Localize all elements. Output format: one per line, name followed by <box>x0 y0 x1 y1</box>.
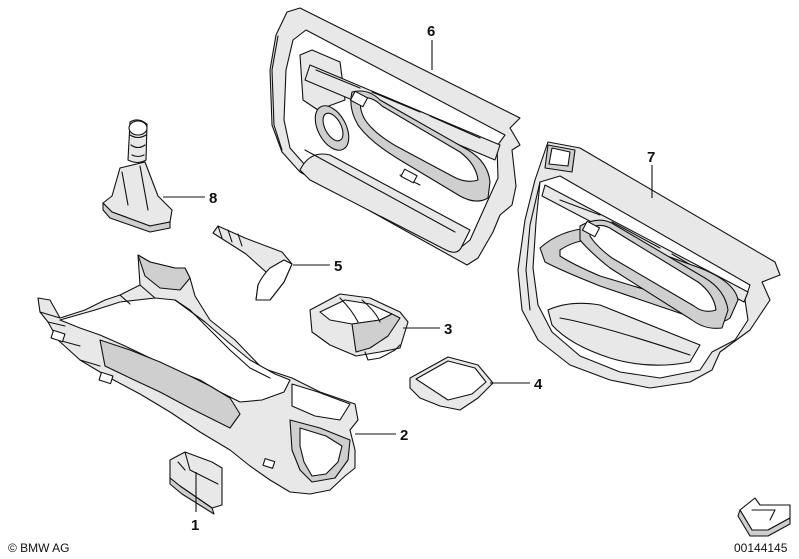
part-5-trim-cover[interactable] <box>212 225 293 301</box>
callout-4: 4 <box>534 376 543 393</box>
copyright-text: © BMW AG <box>8 541 70 555</box>
diagram-number: 00144145 <box>734 541 788 555</box>
part-3-armrest[interactable] <box>309 293 409 361</box>
part-2-centre-console[interactable] <box>37 254 359 495</box>
callout-5: 5 <box>334 258 342 275</box>
callout-3: 3 <box>444 321 452 338</box>
part-8-shift-boot[interactable] <box>102 119 173 233</box>
callout-2: 2 <box>400 427 408 444</box>
callout-numbers: 6 7 8 5 3 4 2 1 <box>191 23 655 534</box>
callout-1: 1 <box>191 517 199 534</box>
callout-7: 7 <box>647 149 655 166</box>
callout-8: 8 <box>209 190 217 207</box>
part-7-rear-door-panel[interactable] <box>517 141 781 389</box>
leader-lines <box>163 40 653 512</box>
part-4-storage-lid[interactable] <box>409 356 494 411</box>
direction-arrow-icon <box>737 497 791 537</box>
callout-6: 6 <box>427 23 435 40</box>
part-6-front-door-panel[interactable] <box>269 7 521 266</box>
